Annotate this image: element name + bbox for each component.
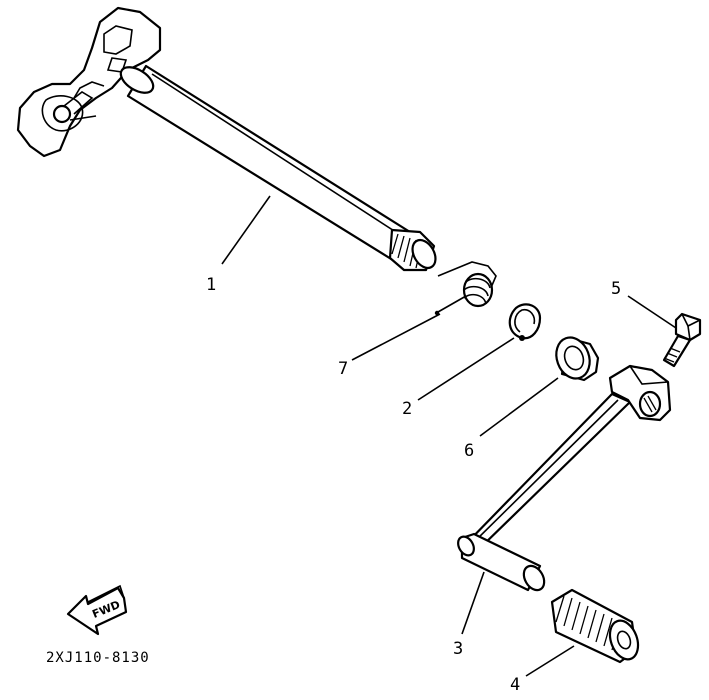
callout-labels: 1 2 3 4 5 6 7 [206,275,621,695]
callout-2: 2 [402,399,412,419]
leader-line-6 [479,377,559,437]
circlip-part [508,303,542,341]
leader-line-7 [351,313,441,361]
leader-line-1 [221,195,271,265]
leader-line-2 [417,337,515,401]
shift-shaft-part [16,6,437,272]
callout-5: 5 [611,279,621,299]
leader-lines [221,195,677,677]
rubber-footpeg-part [550,588,640,664]
callout-3: 3 [453,639,463,659]
callout-6: 6 [464,441,474,461]
torsion-spring-part [434,261,497,316]
bolt-part [662,312,702,368]
leader-line-3 [461,571,485,635]
callout-4: 4 [510,675,520,695]
leader-line-4 [525,645,575,677]
callout-1: 1 [206,275,216,295]
oil-seal-part [555,336,600,382]
fwd-arrow-icon: FWD [66,584,128,636]
callout-7: 7 [338,359,348,379]
leader-line-5 [627,295,677,329]
part-code: 2XJ110-8130 [46,650,150,666]
shift-pedal-part [457,364,672,592]
